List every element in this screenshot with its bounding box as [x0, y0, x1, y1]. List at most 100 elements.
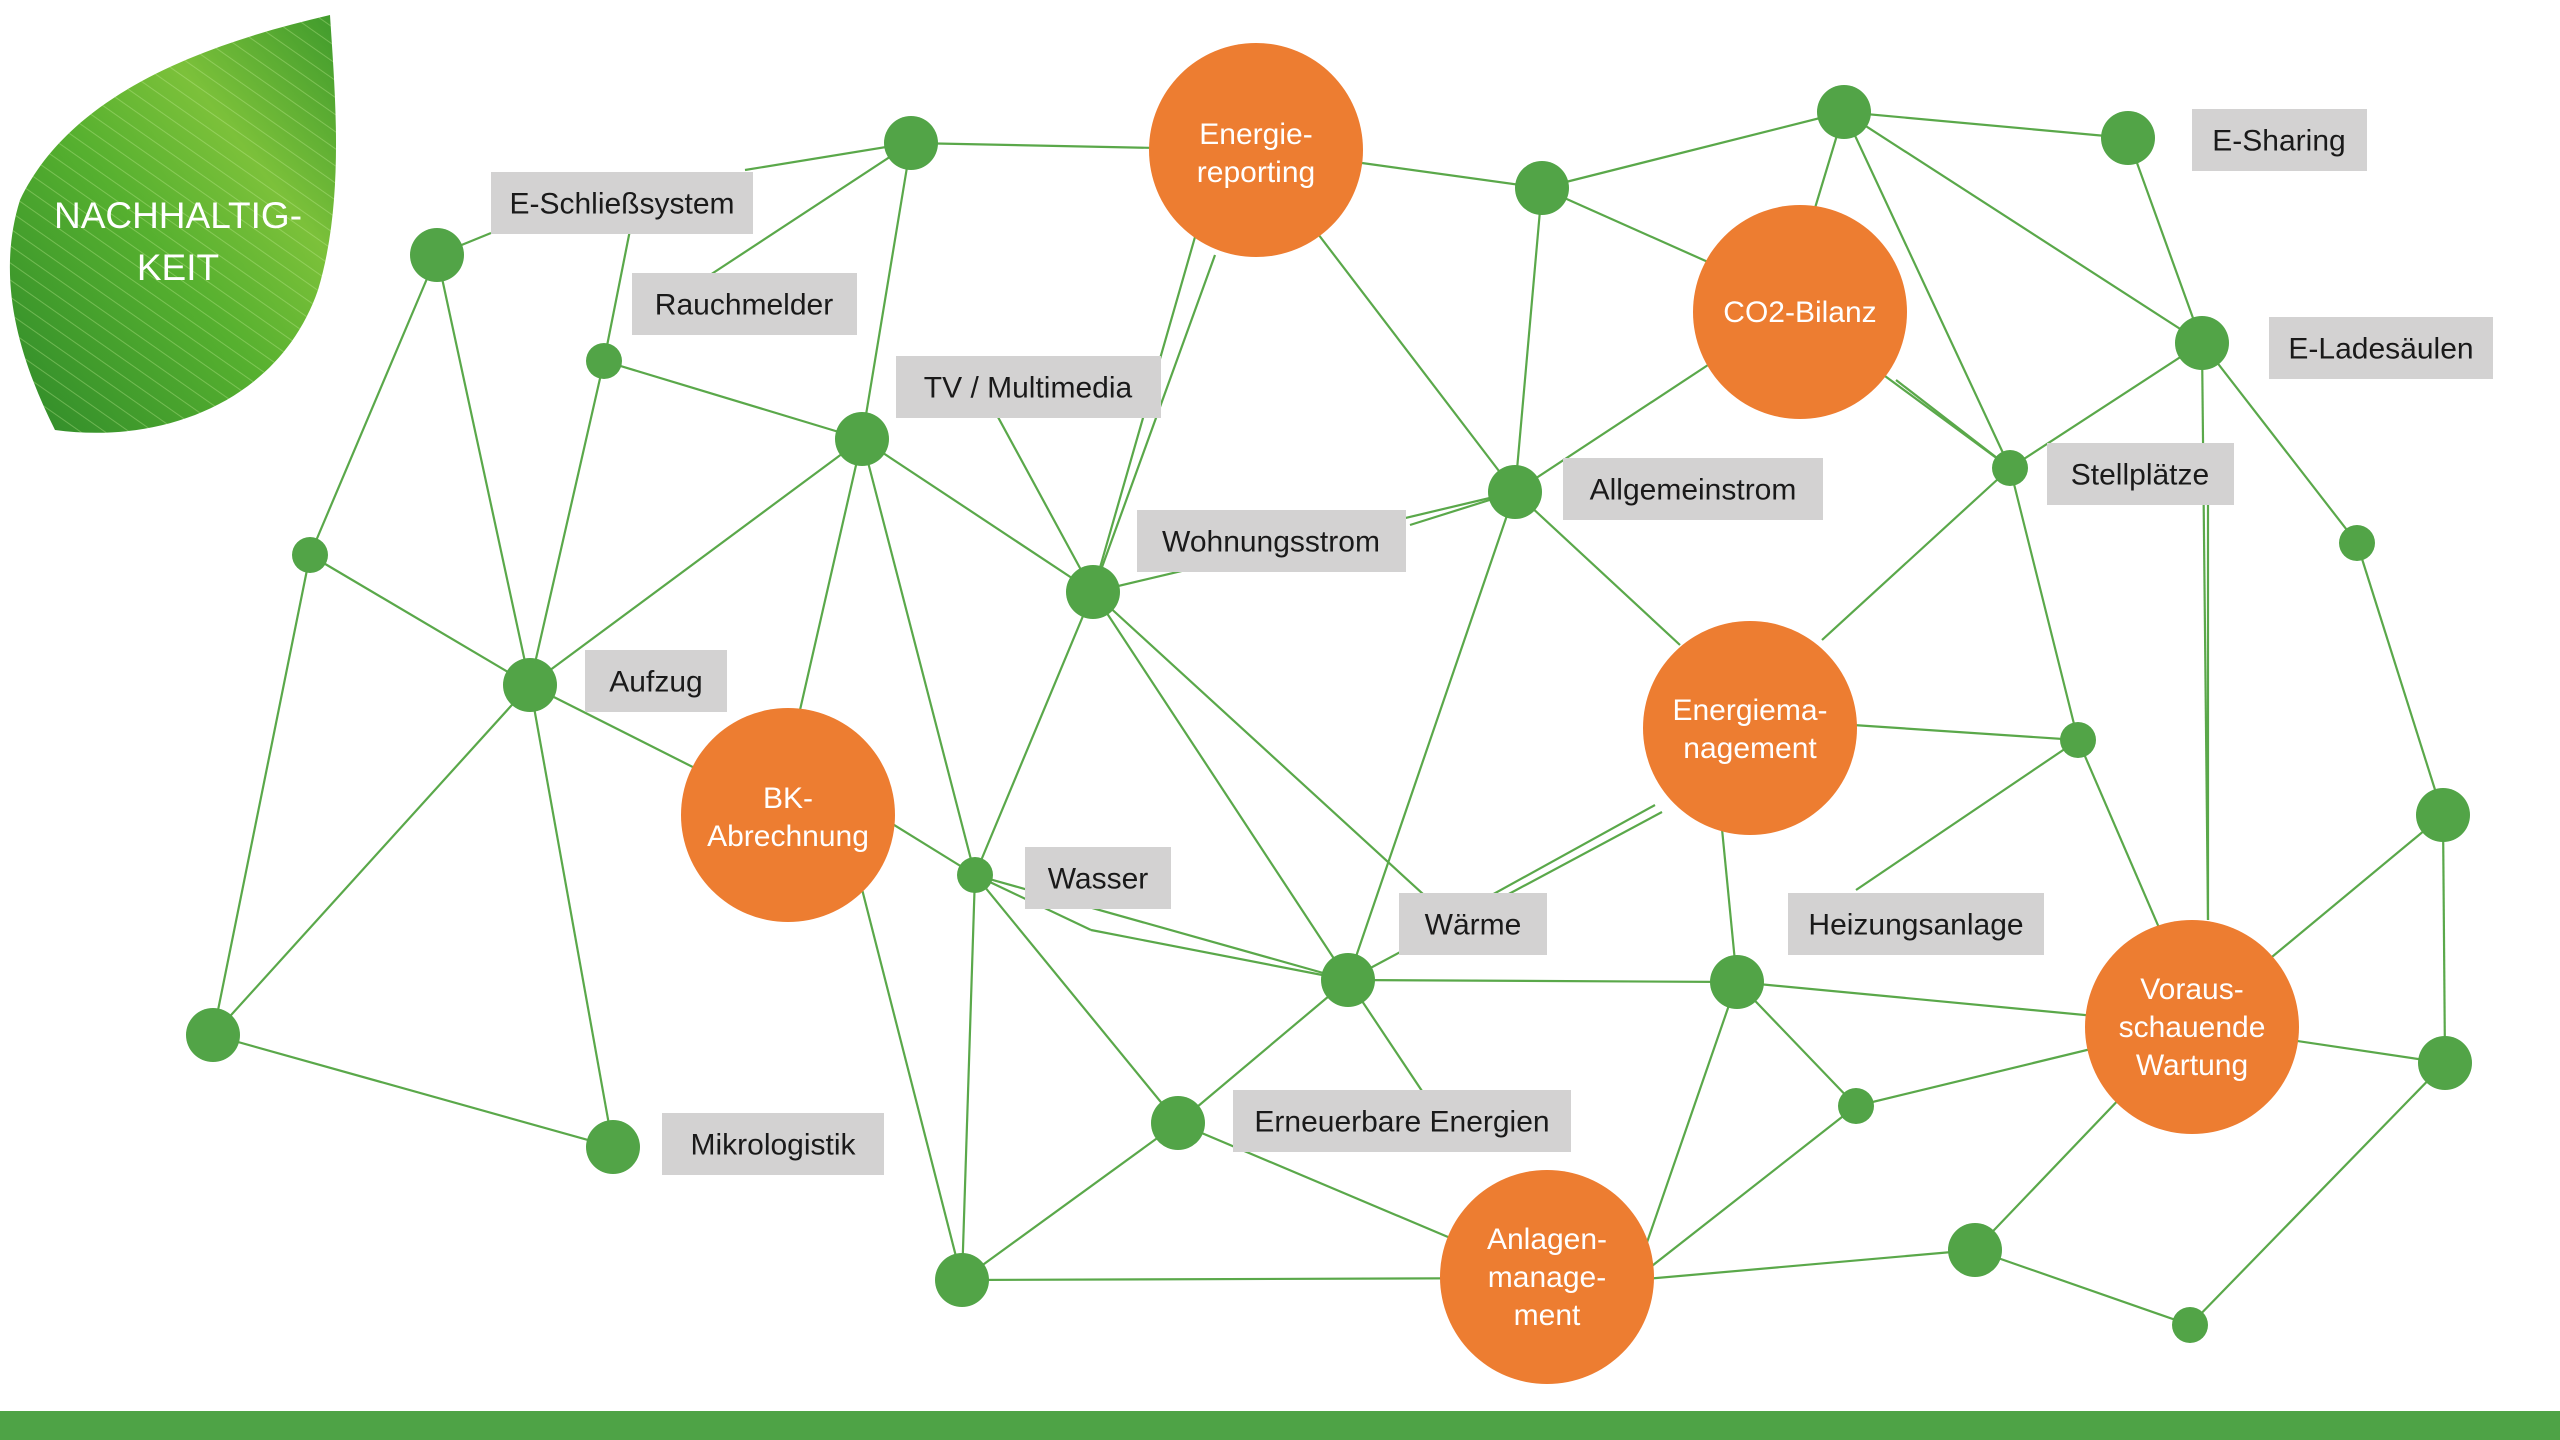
edge — [1177, 979, 1349, 1124]
edge — [1632, 981, 1739, 1281]
label-waerme: Wärme — [1399, 893, 1547, 955]
network-node — [2175, 316, 2229, 370]
edge — [1843, 110, 2129, 140]
edge — [1091, 254, 1217, 593]
network-node — [835, 412, 889, 466]
network-node — [586, 343, 622, 379]
label-aufzug: Aufzug — [585, 650, 727, 712]
label-text: Wohnungsstrom — [1162, 526, 1380, 559]
network-node — [186, 1008, 240, 1062]
edge — [528, 360, 606, 686]
edge — [973, 591, 1095, 876]
hub-co2-bilanz: CO2-Bilanz — [1693, 205, 1907, 419]
label-e-schliesssystem: E-Schließsystem — [491, 172, 753, 234]
network-node — [292, 537, 328, 573]
network-node — [586, 1120, 640, 1174]
label-text: Erneuerbare Energien — [1254, 1106, 1549, 1139]
network-node — [1817, 85, 1871, 139]
nodes — [186, 85, 2472, 1343]
hub-label: manage- — [1488, 1261, 1606, 1294]
label-erneuerbare-energien: Erneuerbare Energien — [1233, 1090, 1571, 1152]
hub-label: CO2-Bilanz — [1723, 296, 1876, 329]
hub-energiemanagement: Energiema- nagement — [1643, 621, 1857, 835]
label-text: Allgemeinstrom — [1590, 474, 1797, 507]
edge — [528, 684, 615, 1148]
hub-label: Anlagen- — [1487, 1223, 1607, 1256]
network-node — [2416, 788, 2470, 842]
label-text: Rauchmelder — [655, 289, 833, 322]
edge — [1092, 591, 1436, 906]
network-node — [1515, 161, 1569, 215]
edge — [2126, 137, 2204, 344]
label-e-ladesaeulen: E-Ladesäulen — [2269, 317, 2493, 379]
edge — [1633, 1248, 1976, 1282]
edge — [1974, 1248, 2191, 1327]
label-rauchmelder: Rauchmelder — [632, 273, 857, 335]
edge — [861, 438, 1094, 593]
edge — [1090, 928, 1349, 982]
edge — [2189, 1062, 2446, 1326]
edge — [2441, 814, 2447, 1064]
edge — [435, 254, 532, 686]
network-node — [1151, 1096, 1205, 1150]
label-text: Mikrologistik — [690, 1129, 856, 1162]
label-wohnungsstrom: Wohnungsstrom — [1137, 510, 1406, 572]
network-node — [2172, 1307, 2208, 1343]
edge — [1513, 187, 1544, 493]
label-text: TV / Multimedia — [924, 372, 1133, 405]
edge — [212, 684, 531, 1036]
network-node — [1488, 465, 1542, 519]
hub-label: schauende — [2119, 1011, 2266, 1044]
hub-label: BK- — [763, 782, 813, 815]
hub-label: nagement — [1683, 732, 1817, 765]
edge — [1852, 723, 2079, 742]
labels: E-Schließsystem Rauchmelder TV / Multime… — [491, 109, 2493, 1175]
label-text: Aufzug — [609, 666, 702, 699]
edge — [860, 142, 913, 440]
edge — [1821, 467, 2011, 641]
edge — [974, 874, 1179, 1124]
edge — [1843, 111, 2203, 344]
hub-label: Wartung — [2136, 1049, 2248, 1082]
label-heizungsanlage: Heizungsanlage — [1788, 893, 2044, 955]
edge — [1541, 110, 1845, 190]
edge — [961, 1122, 1179, 1281]
label-text: Stellplätze — [2071, 459, 2209, 492]
edge — [960, 874, 977, 1281]
hub-label: reporting — [1197, 156, 1315, 189]
leaf-logo: NACHHALTIG- KEIT — [9, 15, 337, 433]
edge — [2201, 342, 2358, 544]
label-mikrologistik: Mikrologistik — [662, 1113, 884, 1175]
hub-anlagenmanagement: Anlagen- manage- ment — [1440, 1170, 1654, 1384]
edge — [308, 254, 439, 556]
network-node — [957, 857, 993, 893]
edge — [309, 554, 531, 686]
network-node — [2339, 525, 2375, 561]
hub-energiereporting: Energie- reporting — [1149, 43, 1363, 257]
hub-label: Abrechnung — [707, 820, 869, 853]
edge — [1092, 591, 1349, 981]
network-node — [1992, 450, 2028, 486]
edge — [529, 438, 863, 686]
edge — [2009, 342, 2203, 469]
leaf-title-line-2: KEIT — [137, 247, 219, 288]
label-text: E-Sharing — [2212, 125, 2345, 158]
edge — [211, 554, 312, 1036]
label-wasser: Wasser — [1025, 847, 1171, 909]
edge — [798, 438, 864, 711]
edge — [2355, 542, 2445, 816]
network-node — [1066, 565, 1120, 619]
hub-label: Voraus- — [2140, 973, 2243, 1006]
network-node — [1321, 953, 1375, 1007]
hub-label: ment — [1514, 1299, 1581, 1332]
label-text: Heizungsanlage — [1808, 909, 2023, 942]
label-e-sharing: E-Sharing — [2192, 109, 2367, 171]
edge — [602, 219, 634, 362]
edge — [212, 1033, 614, 1149]
edge — [603, 359, 863, 441]
edge — [1361, 161, 1543, 190]
edge — [2008, 467, 2080, 741]
leaf-title-line-1: NACHHALTIG- — [54, 195, 302, 236]
edge — [1314, 229, 1516, 493]
